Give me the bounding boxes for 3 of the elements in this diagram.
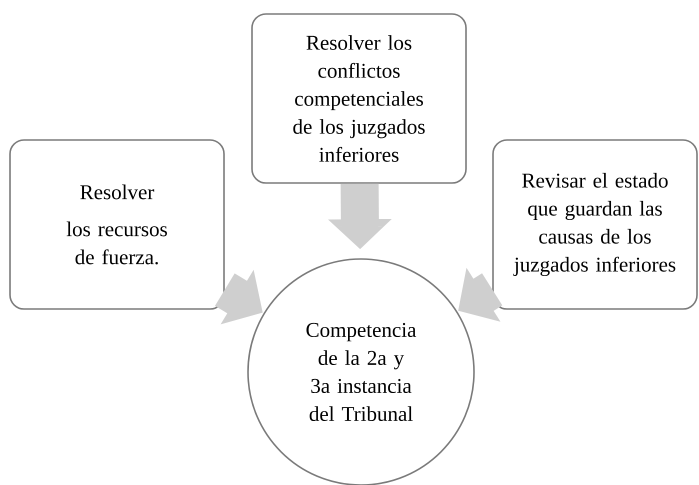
process-box: Revisar el estado que guardan las causas de los juzgados inferiores [492,139,698,310]
process-box: Resolver los conflictos competenciales de los juzgados inferiores [251,13,467,184]
process-box: Resolver los recursos de fuerza. [9,139,225,310]
